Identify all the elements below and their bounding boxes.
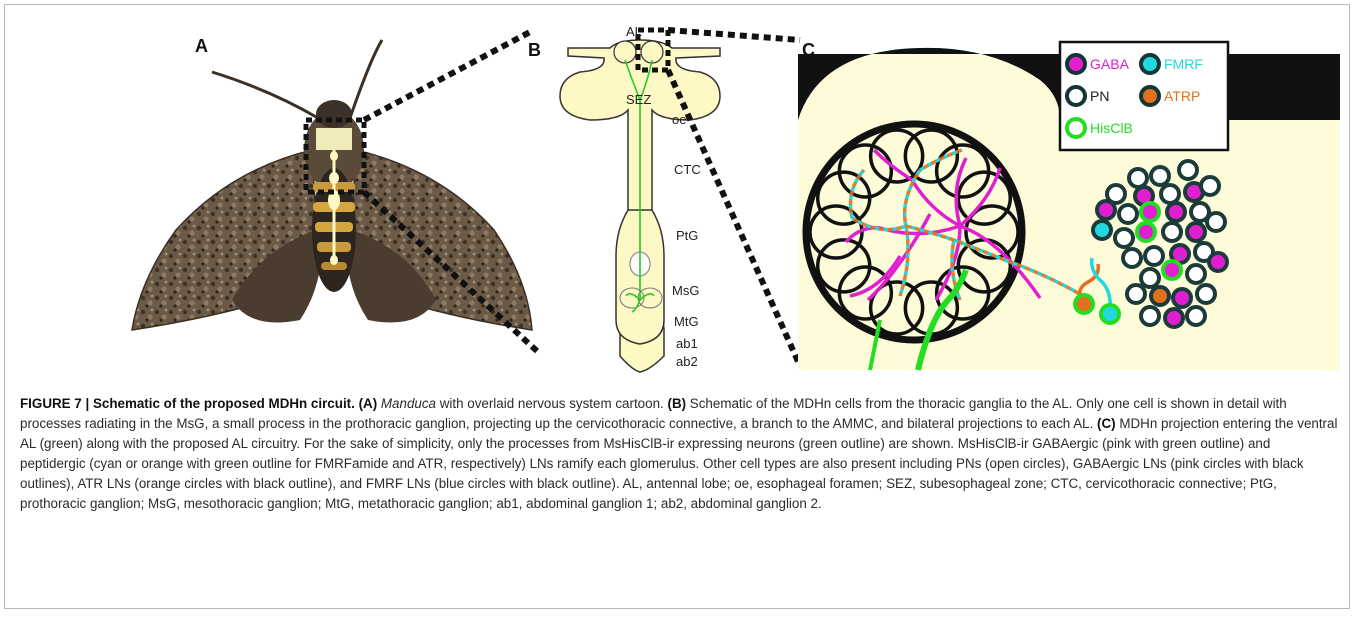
label-oe: oe bbox=[672, 112, 686, 127]
legend-gaba-icon bbox=[1067, 55, 1085, 73]
cell-body bbox=[1145, 247, 1163, 265]
cell-body bbox=[1187, 223, 1205, 241]
cell-body bbox=[1137, 223, 1155, 241]
cell-body bbox=[1207, 213, 1225, 231]
cell-body bbox=[1163, 223, 1181, 241]
legend-pn: PN bbox=[1090, 88, 1109, 104]
figure-caption: FIGURE 7 | Schematic of the proposed MDH… bbox=[20, 394, 1338, 514]
caption-figure-label: FIGURE 7 | Schematic of the proposed MDH… bbox=[20, 396, 355, 411]
legend-fmrf: FMRF bbox=[1164, 56, 1203, 72]
cell-body bbox=[1127, 285, 1145, 303]
label-mtg: MtG bbox=[674, 314, 699, 329]
cell-body bbox=[1123, 249, 1141, 267]
caption-c-label: (C) bbox=[1097, 416, 1116, 431]
legend-atrp-icon bbox=[1141, 87, 1159, 105]
cell-body bbox=[1165, 309, 1183, 327]
zoom-line-bc-top bbox=[668, 30, 800, 40]
legend-pn-icon bbox=[1067, 87, 1085, 105]
caption-a-text: with overlaid nervous system cartoon. bbox=[436, 396, 664, 411]
cell-body bbox=[1163, 261, 1181, 279]
cell-body bbox=[1141, 203, 1159, 221]
cell-body bbox=[1119, 205, 1137, 223]
zoom-line-ab-top bbox=[364, 32, 530, 120]
cell-body bbox=[1151, 167, 1169, 185]
cell-body bbox=[1129, 169, 1147, 187]
cell-body bbox=[1115, 229, 1133, 247]
cell-body bbox=[1187, 265, 1205, 283]
caption-a-label: (A) bbox=[359, 396, 378, 411]
legend-atrp: ATRP bbox=[1164, 88, 1200, 104]
label-ab1: ab1 bbox=[676, 336, 698, 351]
label-msg: MsG bbox=[672, 283, 699, 298]
legend: GABA FMRF PN ATRP HisClB bbox=[1060, 42, 1228, 150]
legend-hisclb-icon bbox=[1067, 119, 1085, 137]
nervous-system-schematic: AL SEZ oe CTC PtG MsG MtG ab1 ab2 bbox=[560, 24, 720, 372]
label-ctc: CTC bbox=[674, 162, 701, 177]
cell-body-fmrf-hisclb bbox=[1101, 305, 1119, 323]
caption-a-italic: Manduca bbox=[381, 396, 436, 411]
legend-hisclb: HisClB bbox=[1090, 120, 1133, 136]
cell-body-atrp-hisclb bbox=[1075, 295, 1093, 313]
cell-body bbox=[1197, 285, 1215, 303]
figure-artwork: AL SEZ oe CTC PtG MsG MtG ab1 ab2 GABA F… bbox=[0, 0, 1358, 380]
label-ptg: PtG bbox=[676, 228, 698, 243]
label-sez: SEZ bbox=[626, 92, 651, 107]
cell-body bbox=[1161, 185, 1179, 203]
legend-fmrf-icon bbox=[1141, 55, 1159, 73]
label-al: AL bbox=[626, 24, 642, 39]
label-ab2: ab2 bbox=[676, 354, 698, 369]
cell-body bbox=[1097, 201, 1115, 219]
cell-body bbox=[1141, 307, 1159, 325]
caption-b-label: (B) bbox=[667, 396, 686, 411]
cell-body bbox=[1209, 253, 1227, 271]
cell-body bbox=[1187, 307, 1205, 325]
cell-body bbox=[1201, 177, 1219, 195]
cell-body bbox=[1167, 203, 1185, 221]
legend-gaba: GABA bbox=[1090, 56, 1130, 72]
cell-body bbox=[1173, 289, 1191, 307]
cell-body bbox=[1093, 221, 1111, 239]
cell-body bbox=[1179, 161, 1197, 179]
cell-body bbox=[1141, 269, 1159, 287]
cell-body bbox=[1151, 287, 1169, 305]
moth-illustration bbox=[132, 40, 532, 330]
